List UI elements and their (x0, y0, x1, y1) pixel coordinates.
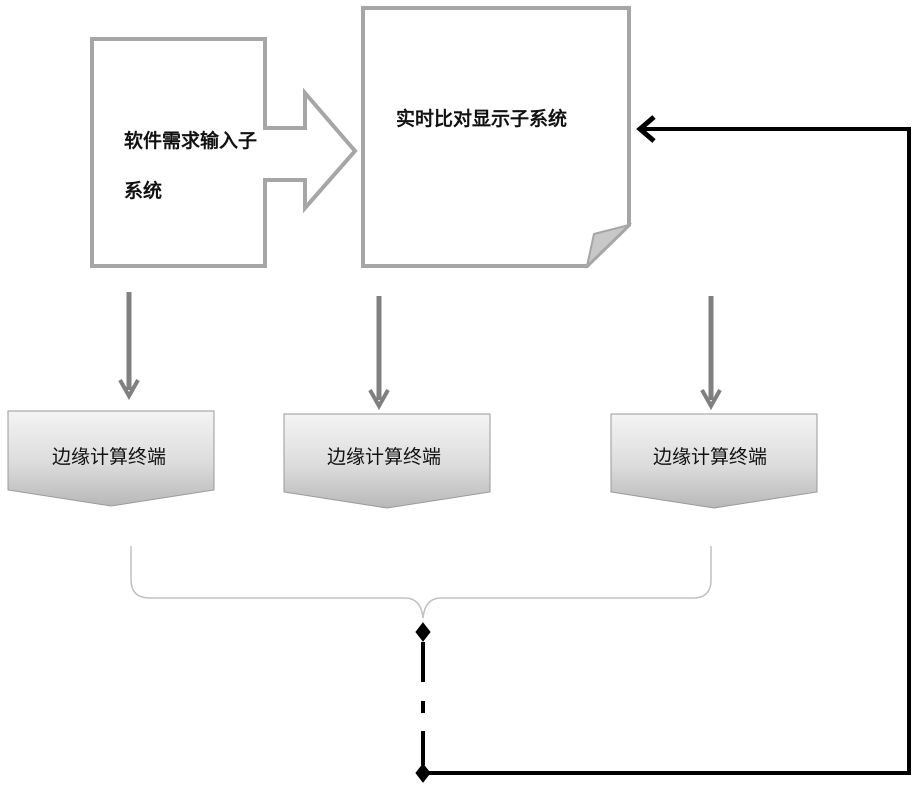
feedback-connector (416, 623, 430, 782)
input-subsystem-label: 软件需求输入子系统 (124, 116, 274, 216)
grouping-brace (131, 546, 711, 618)
down-arrow-1 (120, 292, 138, 396)
display-subsystem-label: 实时比对显示子系统 (396, 104, 567, 131)
display-subsystem-shape (363, 8, 629, 266)
edge-terminal-label: 边缘计算终端 (653, 442, 767, 469)
down-arrow-3 (702, 296, 720, 406)
edge-terminal-label: 边缘计算终端 (52, 442, 166, 469)
down-arrow-2 (370, 296, 388, 406)
edge-terminal-label: 边缘计算终端 (327, 442, 441, 469)
